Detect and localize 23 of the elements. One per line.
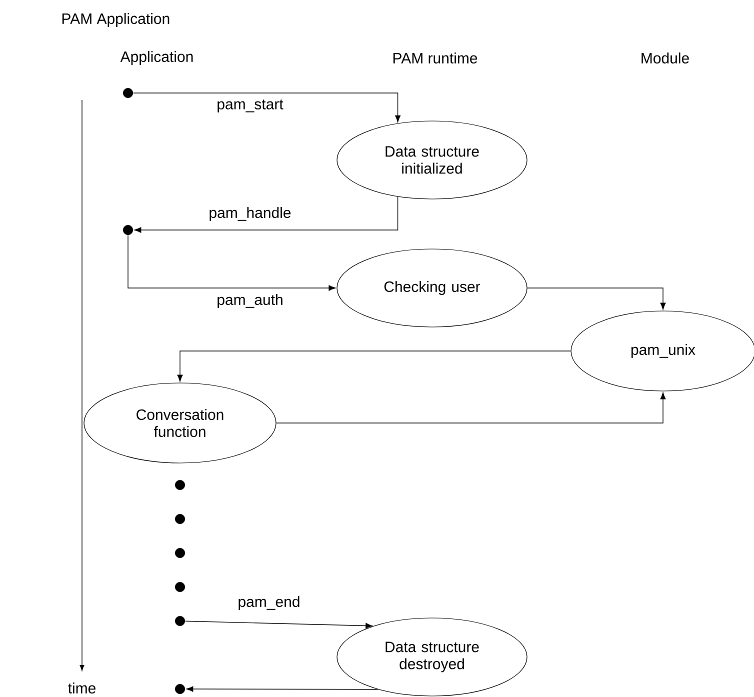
edge-label: pam_start <box>216 98 284 114</box>
column-heading: PAM runtime <box>393 52 478 64</box>
edge-label: pam_end <box>236 595 302 611</box>
dot <box>175 616 185 626</box>
arrow <box>184 620 373 628</box>
edge-label: pam_auth <box>216 293 284 309</box>
column-heading: Module <box>642 52 689 64</box>
column-heading: Application <box>120 51 193 65</box>
arrow <box>526 288 666 310</box>
arrow <box>134 196 398 233</box>
dot <box>175 514 185 524</box>
arrow <box>132 92 401 122</box>
arrow <box>276 392 666 424</box>
axis-label: time <box>68 682 96 694</box>
diagram-title: PAM Application <box>62 13 170 27</box>
dot <box>175 548 185 558</box>
dot <box>123 88 133 98</box>
dot <box>175 480 185 490</box>
arrow <box>177 350 572 382</box>
edge-label: pam_handle <box>208 206 292 222</box>
arrow <box>128 234 336 291</box>
arrow <box>186 686 378 692</box>
dot <box>175 582 185 592</box>
